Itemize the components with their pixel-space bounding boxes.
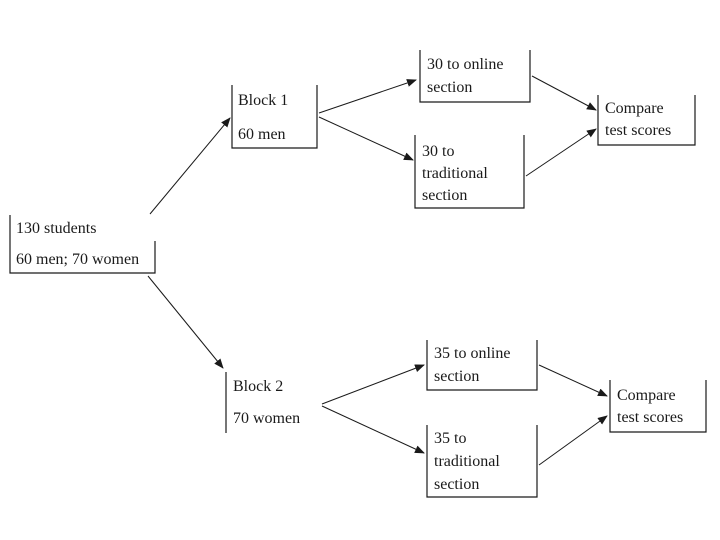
block1-box bbox=[231, 85, 318, 149]
b1-online-line2: section bbox=[427, 79, 473, 96]
block1-title: Block 1 bbox=[238, 92, 289, 109]
b2-traditional-box bbox=[426, 425, 538, 498]
b2-compare-line2: test scores bbox=[617, 409, 684, 426]
block2-detail: 70 women bbox=[233, 410, 301, 427]
b1-compare-line2: test scores bbox=[605, 122, 672, 139]
block2-title: Block 2 bbox=[233, 378, 284, 395]
b2-traditional-line3: section bbox=[434, 476, 480, 493]
b1-traditional-line1: 30 to bbox=[422, 143, 455, 160]
arrow-root-to-block2 bbox=[147, 275, 224, 369]
root-label-composition: 60 men; 70 women bbox=[16, 251, 140, 268]
arrow-block1-to-online bbox=[318, 79, 417, 114]
arrow-block2-to-traditional bbox=[321, 405, 425, 454]
b1-compare-box bbox=[597, 95, 696, 146]
b2-traditional-line1: 35 to bbox=[434, 430, 467, 447]
arrow-root-to-block1 bbox=[149, 117, 231, 215]
arrow-b1-traditional-to-compare bbox=[525, 128, 597, 177]
root-box bbox=[9, 215, 156, 274]
b1-online-line1: 30 to online bbox=[427, 56, 504, 73]
arrow-b2-online-to-compare bbox=[538, 364, 608, 397]
b2-online-box bbox=[426, 340, 538, 391]
arrow-block1-to-traditional bbox=[318, 116, 414, 161]
b2-traditional-line2: traditional bbox=[434, 453, 500, 470]
b1-compare-line1: Compare bbox=[605, 100, 664, 117]
root-label-count: 130 students bbox=[16, 220, 97, 237]
block1-detail: 60 men bbox=[238, 126, 286, 143]
arrow-b1-online-to-compare bbox=[531, 75, 597, 111]
b1-online-box bbox=[419, 50, 531, 103]
b2-compare-line1: Compare bbox=[617, 387, 676, 404]
b2-online-line1: 35 to online bbox=[434, 345, 511, 362]
arrow-b2-traditional-to-compare bbox=[538, 415, 608, 466]
b2-compare-box bbox=[609, 380, 707, 433]
b1-traditional-line3: section bbox=[422, 187, 468, 204]
b2-online-line2: section bbox=[434, 368, 480, 385]
b1-traditional-box bbox=[414, 135, 525, 209]
arrow-block2-to-online bbox=[321, 364, 425, 405]
b1-traditional-line2: traditional bbox=[422, 165, 488, 182]
